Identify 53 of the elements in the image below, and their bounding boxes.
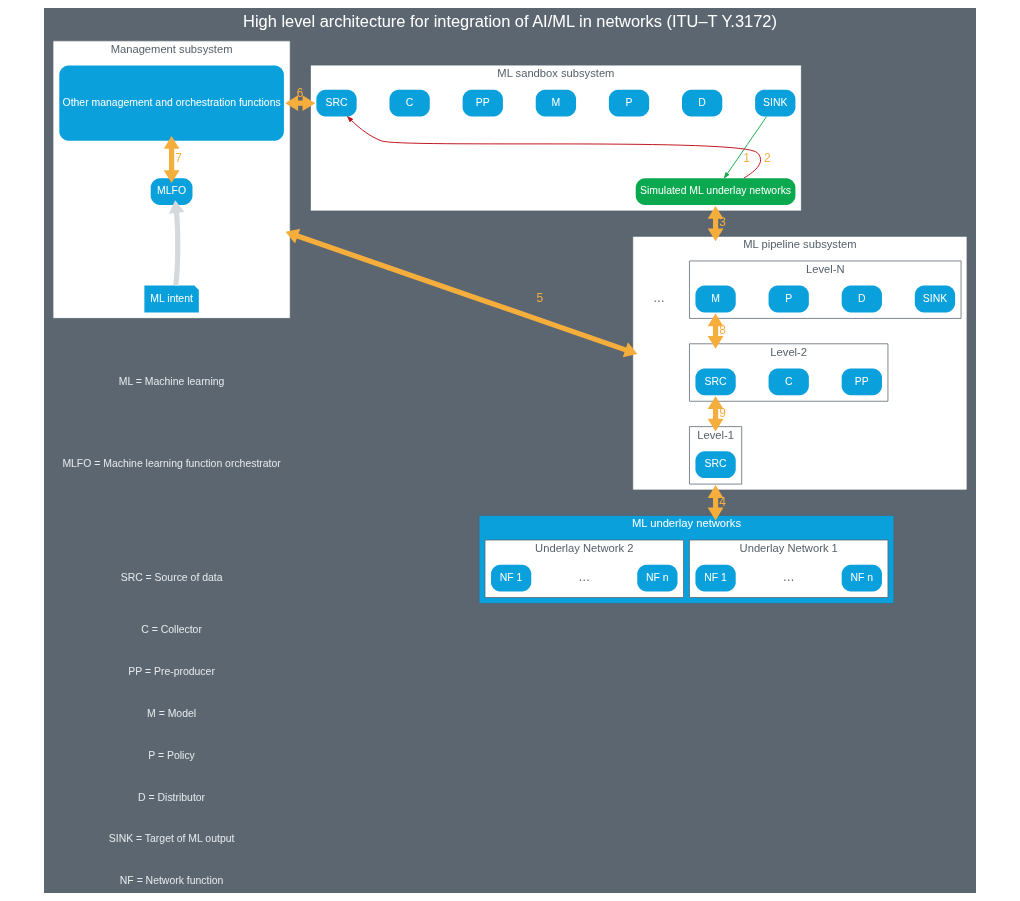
arrow	[163, 136, 180, 183]
label: …	[578, 569, 591, 584]
node-box: PP	[841, 368, 882, 396]
arrow	[723, 116, 767, 179]
edge-label: 8	[719, 322, 726, 337]
arrow	[707, 205, 724, 242]
edge-label: 4	[719, 494, 726, 509]
label: …	[652, 290, 665, 305]
node-box: SRC	[316, 89, 357, 117]
label: MLFO = Machine learning function orchestrator	[62, 458, 281, 470]
label: PP = Pre-producer	[128, 666, 215, 678]
arrow	[707, 313, 724, 349]
node-box: SRC	[695, 368, 736, 396]
label: SRC = Source of data	[120, 571, 223, 583]
arrow	[347, 116, 762, 179]
node-box: Simulated ML underlay networks	[635, 178, 796, 205]
node-box: NF 1	[695, 564, 736, 592]
node-box: NF n	[637, 564, 678, 592]
node-box: SRC	[695, 451, 736, 479]
edge-label: 1	[743, 151, 750, 166]
node-box: SINK	[755, 89, 796, 117]
arrow	[285, 228, 638, 358]
node-box: M	[535, 89, 577, 117]
node-box: Other management and orchestration functions	[59, 65, 284, 141]
label: M = Model	[147, 708, 197, 720]
node-box: C	[768, 368, 809, 396]
label: SINK = Target of ML output	[108, 833, 235, 845]
label: NF = Network function	[119, 875, 224, 887]
diagram-title: High level architecture for integration of AI/ML in networks (ITU–T Y.3172)	[243, 12, 777, 31]
node-box: SINK	[914, 285, 956, 313]
label: …	[782, 569, 795, 584]
node-box: NF n	[841, 564, 882, 592]
label: C = Collector	[141, 624, 202, 636]
arrow	[285, 95, 316, 111]
node-box: C	[389, 89, 430, 117]
node-box: P	[768, 285, 809, 313]
edge-label: 6	[296, 86, 304, 101]
label: P = Policy	[148, 749, 195, 761]
label: ML = Machine learning	[118, 375, 225, 387]
arrow	[168, 200, 185, 286]
arrow	[707, 396, 724, 432]
node-box: D	[682, 89, 723, 117]
label: D = Distributor	[138, 791, 206, 803]
edge-label: 7	[175, 151, 183, 166]
edge-label: 5	[536, 290, 544, 305]
edge-label: 2	[764, 151, 771, 166]
node-box: NF 1	[490, 564, 532, 592]
arrow	[707, 485, 724, 521]
node-box: M	[695, 285, 736, 313]
node-box: PP	[462, 89, 503, 117]
node-box: D	[841, 285, 882, 313]
node-box: MLFO	[150, 178, 193, 205]
node-box: P	[608, 89, 650, 117]
